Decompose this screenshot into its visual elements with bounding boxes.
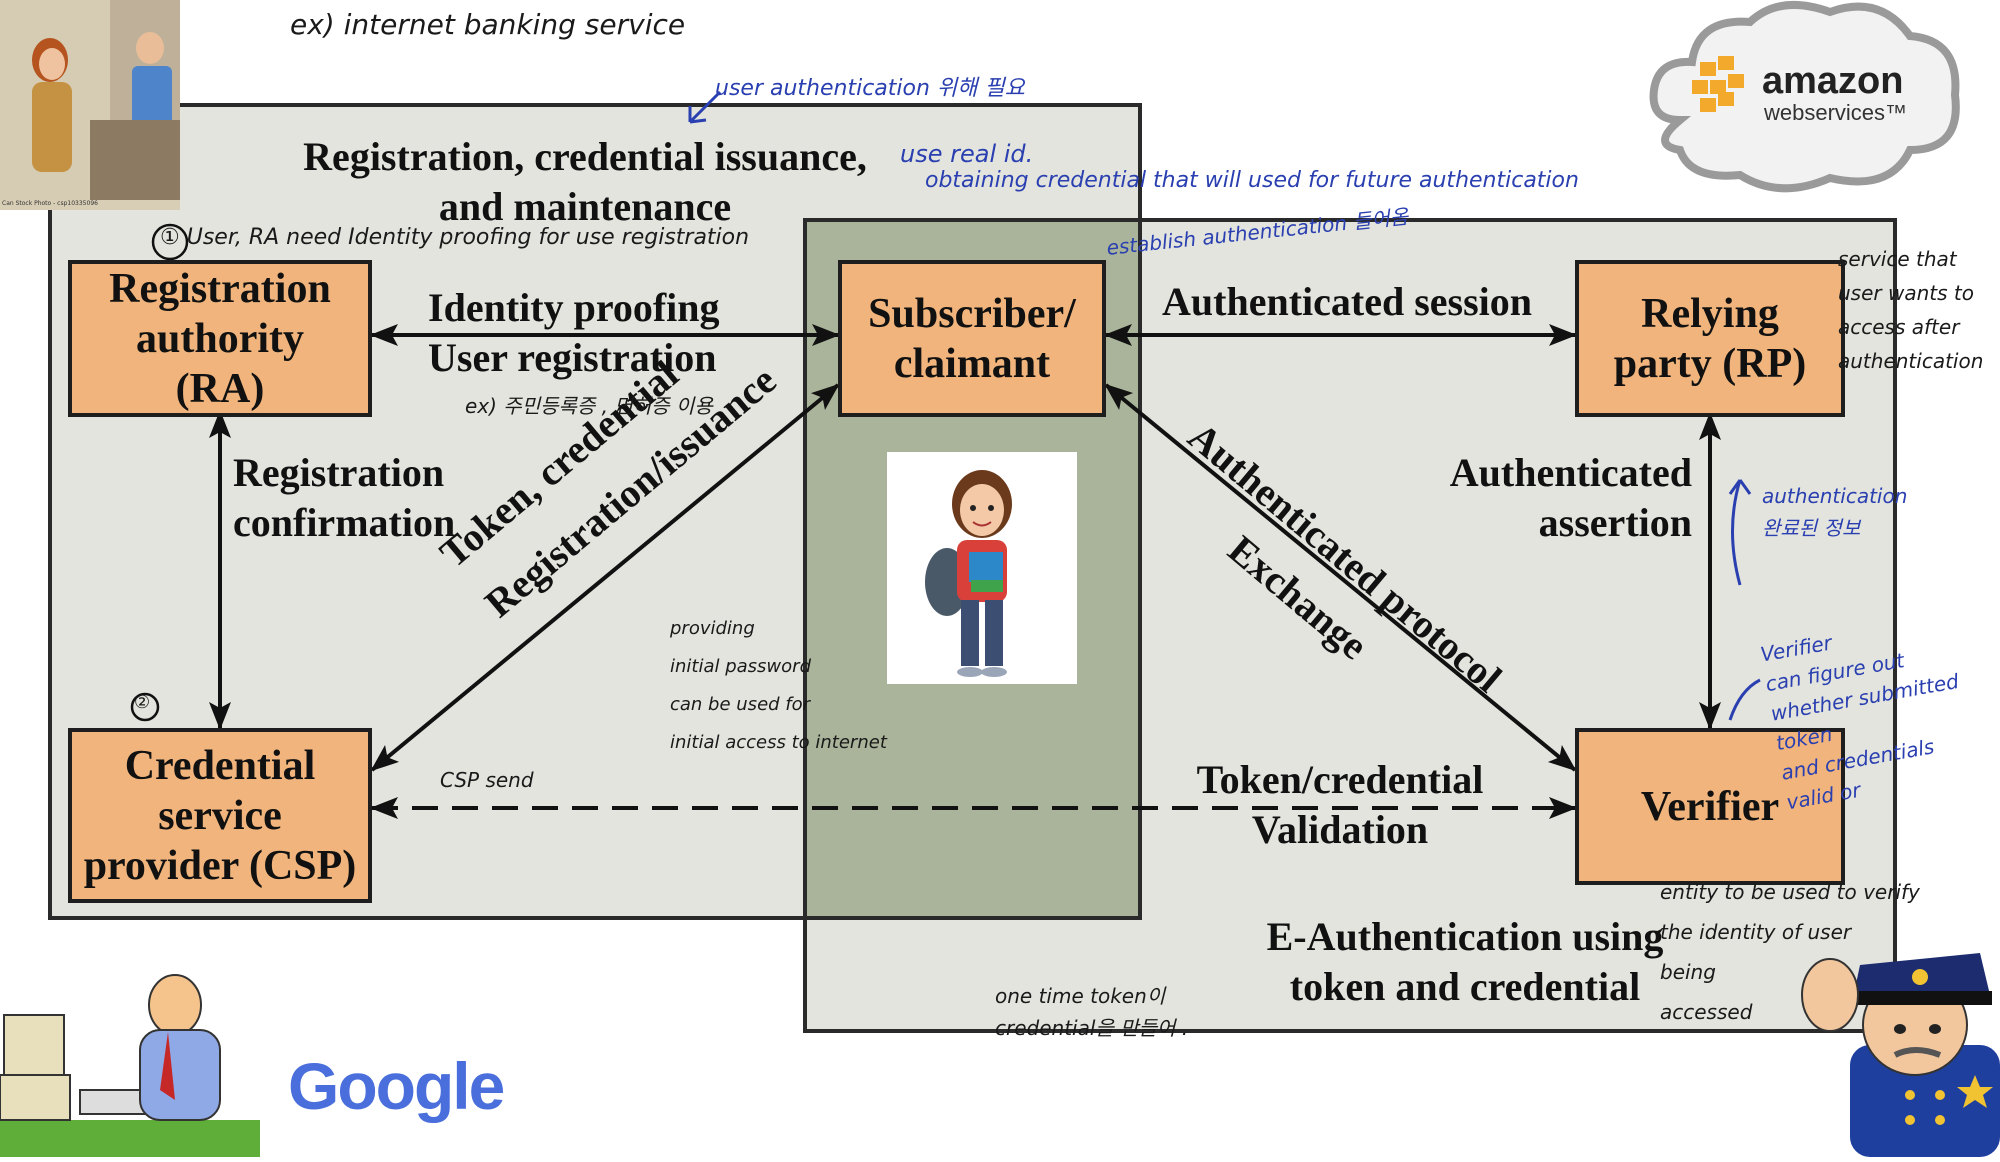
label-token-validation: Token/credential Validation — [1196, 757, 1484, 852]
node-credential-service-provider: Credential service provider (CSP) — [68, 728, 372, 903]
label-authenticated-assertion: Authenticated assertion — [1449, 450, 1692, 545]
note-korean-id: ex) 주민등록증 , 면허증 이용 — [465, 394, 713, 418]
student-photo — [887, 452, 1077, 684]
label-identity-proofing: Identity proofing — [428, 285, 720, 330]
label-user-registration: User registration — [428, 335, 717, 380]
node-registration-authority: Registration authority (RA) — [68, 260, 372, 417]
label-authenticated-session: Authenticated session — [1162, 279, 1533, 324]
bank-teller-icon — [0, 0, 180, 200]
student-icon — [925, 470, 1012, 677]
stock-photo-bank: Can Stock Photo - csp10335096 — [0, 0, 180, 210]
note-csp-send: CSP send — [440, 768, 534, 792]
node-subscriber-claimant: Subscriber/ claimant — [838, 260, 1106, 417]
note-entity: entity to be used to verify the identity… — [1660, 880, 1920, 1024]
police-officer-icon — [1801, 953, 2000, 1157]
left-region-title: Registration, credential issuance, and m… — [303, 134, 867, 229]
stock-caption: Can Stock Photo - csp10335096 — [2, 200, 98, 207]
note-auth-done: authentication 완료된 정보 — [1762, 484, 1908, 540]
note-providing: providing initial password can be used f… — [670, 618, 887, 753]
computer-user-icon — [0, 974, 260, 1157]
node-verifier: Verifier — [1575, 728, 1845, 885]
node-relying-party: Relying party (RP) — [1575, 260, 1845, 417]
amazon-subtitle: webservices™ — [1764, 100, 1908, 125]
note-user-auth: user authentication 위해 필요 — [715, 76, 1025, 101]
amazon-logo: amazon webservices™ — [1640, 0, 1970, 205]
note-obtaining-credential: obtaining credential that will used for … — [925, 168, 1579, 193]
note-step2: ② — [134, 692, 151, 713]
note-service-that: service that user wants to access after … — [1838, 247, 1984, 373]
label-registration-confirmation: Registration confirmation — [233, 450, 456, 545]
cloud-icon — [1649, 0, 1960, 193]
note-title: ex) internet banking service — [290, 8, 686, 41]
right-region-title: E-Authentication using token and credent… — [1266, 914, 1664, 1009]
policeman-illustration — [1790, 925, 2000, 1157]
note-step1: ① User, RA need Identity proofing for us… — [160, 225, 750, 250]
amazon-wordmark: amazon — [1762, 60, 1904, 102]
note-one-time: one time token이 credential을 만들어 . — [995, 984, 1189, 1040]
note-use-real-id: use real id. — [900, 140, 1034, 168]
google-logo: Google — [288, 1049, 505, 1123]
office-worker-illustration — [0, 970, 260, 1157]
